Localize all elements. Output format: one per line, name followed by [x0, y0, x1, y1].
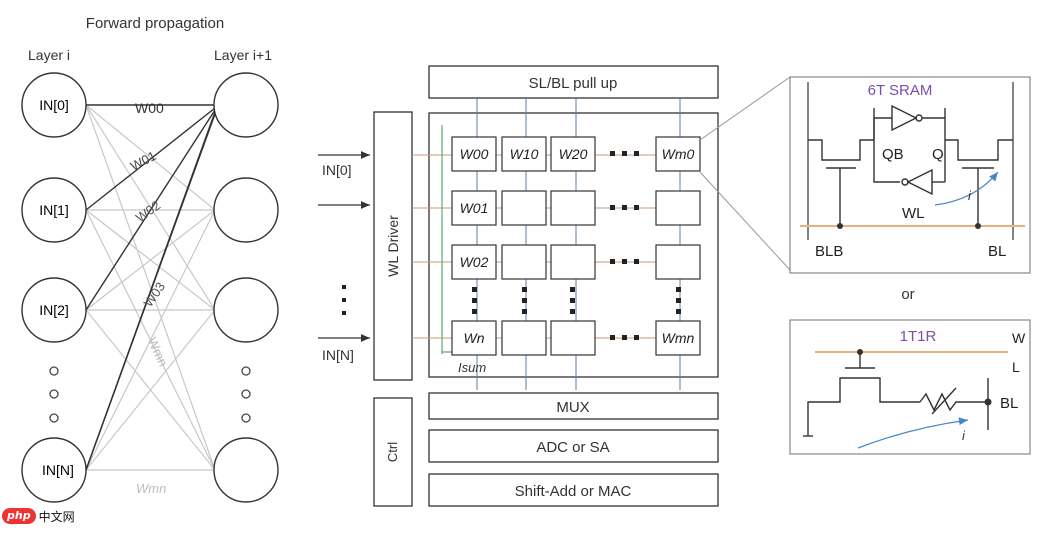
output-neuron: [213, 277, 279, 343]
cross-coupled-inverters: [873, 104, 946, 196]
ctrl-block: [373, 397, 413, 507]
cell-label: Wmn: [662, 330, 695, 346]
nn-connections-dark: [85, 104, 216, 471]
onet1r-transistor: [803, 352, 989, 437]
input-neuron-label: IN[N]: [42, 462, 74, 478]
ctrl-label: Ctrl: [385, 442, 400, 462]
cell-label: W01: [460, 200, 489, 216]
sram-nodes: [837, 223, 981, 229]
cell: [451, 190, 497, 226]
onet1r-current-arrow: [857, 417, 969, 449]
adc-label: ADC or SA: [536, 439, 609, 456]
output-neuron: [213, 72, 279, 138]
cell: [550, 190, 596, 226]
cell: [501, 320, 547, 356]
sram-current-label: i: [968, 188, 972, 203]
adc-block: [428, 429, 719, 463]
onet1r-w-label: W: [1012, 330, 1026, 346]
cell: [550, 136, 596, 172]
zoom-lines: [699, 76, 791, 271]
output-neuron: [213, 437, 279, 503]
output-ellipsis-dots: [241, 366, 251, 423]
nn-title: Forward propagation: [86, 15, 224, 32]
cell-label: W20: [559, 146, 588, 162]
isum-label: Isum: [458, 360, 486, 375]
input-neuron: [21, 72, 87, 138]
sram-wl-label: WL: [902, 205, 925, 222]
wl-driver-label: WL Driver: [385, 215, 401, 277]
cell: [451, 136, 497, 172]
cell-label: W02: [460, 254, 489, 270]
cell-label: Wn: [464, 330, 485, 346]
cell: [451, 320, 497, 356]
cell: [501, 190, 547, 226]
shift-add-label: Shift-Add or MAC: [515, 483, 632, 500]
onet1r-l-label: L: [1012, 359, 1020, 375]
layer-i-label: Layer i: [28, 47, 70, 63]
onet1r-title: 1T1R: [900, 328, 937, 345]
cell: [550, 244, 596, 280]
watermark: php 中文网: [2, 506, 75, 526]
input-ellipsis-dots: [49, 366, 59, 423]
cell-labels: W00 W10 W20 Wm0 W01 W02 Wn Wmn: [460, 146, 695, 346]
row-input-arrows: IN[0] IN[N]: [318, 151, 370, 363]
cell: [550, 320, 596, 356]
cell-label: Wm0: [662, 146, 695, 162]
layer-i-plus-1-label: Layer i+1: [214, 47, 272, 63]
onet1r-current-label: i: [962, 428, 966, 443]
watermark-text: 中文网: [38, 509, 75, 524]
array-cells: [451, 136, 701, 356]
sram-bl-label: BL: [988, 243, 1006, 260]
weight-label: W03: [141, 279, 169, 310]
input-neuron: [21, 177, 87, 243]
cell-label: W00: [460, 146, 489, 162]
row-input-label: IN[N]: [322, 347, 354, 363]
input-neurons: IN[0] IN[1] IN[2] IN[N]: [21, 72, 87, 503]
sram-title: 6T SRAM: [868, 82, 933, 99]
weight-label: Wmn: [136, 481, 166, 496]
cell: [451, 244, 497, 280]
input-neuron-label: IN[0]: [39, 97, 69, 113]
sram-q-label: Q: [932, 146, 944, 163]
pullup-block: [428, 65, 719, 99]
weight-label: W01: [128, 148, 159, 174]
cell: [501, 244, 547, 280]
sram-qb-label: QB: [882, 146, 904, 163]
input-neuron-label: IN[1]: [39, 202, 69, 218]
neural-network-panel: Forward propagation Layer i Layer i+1: [21, 15, 279, 503]
cim-array-panel: IN[0] IN[N] WL Driver Ctrl SL/BL pull up: [318, 65, 791, 507]
cell: [655, 244, 701, 280]
sram-blb-label: BLB: [815, 243, 843, 260]
shift-add-block: [428, 473, 719, 507]
input-neuron: [21, 437, 87, 503]
onet1r-bl-label: BL: [1000, 395, 1018, 412]
nn-connections-light: [85, 104, 216, 471]
mux-label: MUX: [556, 399, 589, 416]
cell: [655, 190, 701, 226]
weight-label: W00: [135, 100, 164, 116]
sram-current-arrow: [934, 171, 999, 206]
or-label: or: [901, 286, 914, 303]
array-ellipsis-dots: [472, 151, 681, 340]
cell: [655, 136, 701, 172]
output-neuron: [213, 177, 279, 243]
row-input-label: IN[0]: [322, 162, 352, 178]
row-ellipsis-dots: [342, 285, 346, 315]
cell-label: W10: [510, 146, 539, 162]
pullup-label: SL/BL pull up: [529, 75, 618, 92]
watermark-logo: php: [2, 508, 36, 524]
output-neurons: [213, 72, 279, 503]
input-neuron-label: IN[2]: [39, 302, 69, 318]
mux-block: [428, 392, 719, 420]
onet1r-panel: 1T1R W L BL i: [789, 319, 1031, 455]
sram-6t-panel: 6T SRAM QB: [789, 76, 1031, 274]
access-transistors: [808, 139, 1013, 226]
input-neuron: [21, 277, 87, 343]
cell: [655, 320, 701, 356]
weight-label: Wmn: [145, 335, 171, 369]
cell: [501, 136, 547, 172]
wl-driver-block: [373, 111, 413, 381]
